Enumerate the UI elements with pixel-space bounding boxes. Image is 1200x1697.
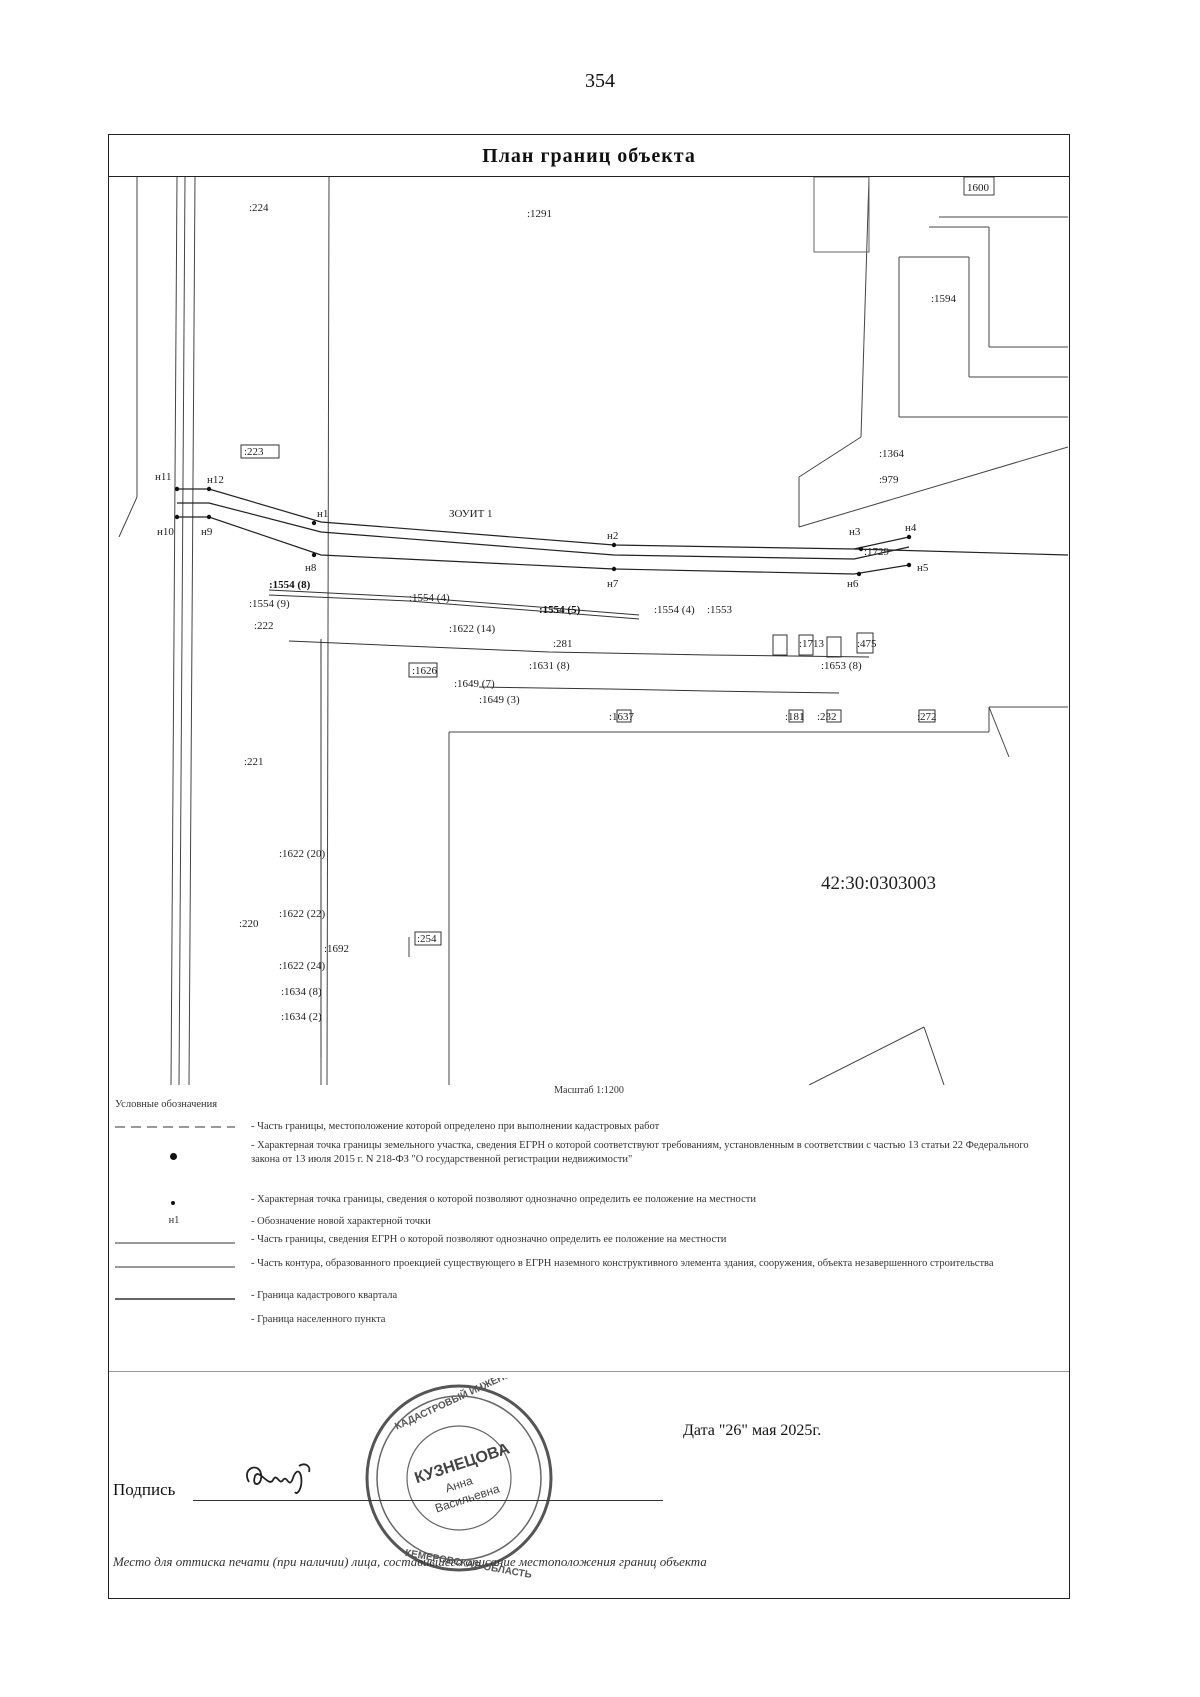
legend: Условные обозначения - Часть границы, ме… bbox=[109, 1099, 1069, 1371]
boundary-plan-frame: План границ объекта bbox=[108, 134, 1070, 1599]
point-label: н8 bbox=[305, 562, 317, 574]
point-label: н4 bbox=[905, 522, 917, 534]
zone-label: ЗОУИТ 1 bbox=[449, 508, 493, 520]
structure-label: :1637 bbox=[609, 711, 635, 723]
point-n1 bbox=[311, 520, 317, 526]
structure-label: :1553 bbox=[707, 604, 733, 616]
legend-symbol-line bbox=[115, 1231, 235, 1251]
legend-symbol-line bbox=[115, 1255, 235, 1275]
legend-symbol-point-label: н1 bbox=[168, 1215, 180, 1226]
parcel-label: :1291 bbox=[527, 208, 552, 220]
parcel-label: :223 bbox=[244, 446, 264, 458]
parcel-label: 1600 bbox=[967, 182, 990, 194]
signature-line bbox=[193, 1500, 663, 1501]
structure-label: :475 bbox=[857, 638, 877, 650]
parcel-label: :222 bbox=[254, 620, 274, 632]
point-label: н9 bbox=[201, 526, 213, 538]
structure-label: :1649 (3) bbox=[479, 694, 520, 706]
legend-symbol-dashed bbox=[115, 1117, 235, 1137]
point-label: н12 bbox=[207, 474, 224, 486]
legend-symbol-small-dot bbox=[115, 1191, 235, 1211]
parcel-label: :221 bbox=[244, 756, 264, 768]
legend-text: - Обозначение новой характерной точки bbox=[251, 1216, 431, 1227]
stamp-seal: КАДАСТРОВЫЙ ИНЖЕНЕР КЕМЕРОВСКАЯ ОБЛАСТЬ … bbox=[365, 1378, 553, 1578]
structure-label: :1634 (8) bbox=[281, 986, 322, 998]
point-label: н5 bbox=[917, 562, 929, 574]
characteristic-points bbox=[174, 486, 912, 577]
structure-label: :1622 (14) bbox=[449, 623, 495, 635]
page-number: 354 bbox=[585, 70, 615, 92]
handwritten-signature bbox=[246, 1463, 311, 1494]
structure-label: :1622 (22) bbox=[279, 908, 325, 920]
structure-label: :1554 (8) bbox=[269, 579, 311, 591]
structure-label: :1631 (8) bbox=[529, 660, 570, 672]
point-n3 bbox=[858, 546, 864, 552]
plan-title: План границ объекта bbox=[109, 135, 1069, 177]
structure-label: :181 bbox=[785, 711, 805, 723]
structure-label: :1554 (4) bbox=[409, 592, 450, 604]
quarter-number: 42:30:0303003 bbox=[821, 873, 936, 894]
point-n2 bbox=[611, 542, 617, 548]
point-label: н6 bbox=[847, 578, 859, 590]
point-label: н10 bbox=[157, 526, 174, 538]
point-n8 bbox=[311, 552, 317, 558]
parcel-label: :254 bbox=[417, 933, 437, 945]
structure-label: :281 bbox=[553, 638, 573, 650]
point-n12 bbox=[206, 486, 212, 492]
structure-contours bbox=[240, 444, 936, 1057]
point-label: н1 bbox=[317, 508, 328, 520]
structure-label: :1622 (24) bbox=[279, 960, 325, 972]
structure-label: :1692 bbox=[324, 943, 349, 955]
boundary-map: :224 :1291 :223 :1364 :979 :1594 :222 :2… bbox=[109, 177, 1068, 1085]
legend-text: - Часть контура, образованного проекцией… bbox=[251, 1258, 994, 1269]
parcel-label: :220 bbox=[239, 918, 259, 930]
legend-symbol-bold-dot bbox=[115, 1139, 235, 1160]
signature-date: Дата "26" мая 2025г. bbox=[683, 1422, 822, 1439]
parcel-label: :224 bbox=[249, 202, 269, 214]
legend-text: - Часть границы, сведения ЕГРН о которой… bbox=[251, 1234, 727, 1245]
legend-text: - Часть границы, местоположение которой … bbox=[251, 1121, 660, 1132]
zone-corridor bbox=[177, 488, 1068, 575]
legend-symbol-blank bbox=[115, 1311, 235, 1331]
parcel-label: :1729 bbox=[864, 546, 890, 558]
point-n11 bbox=[174, 486, 180, 492]
legend-title: Условные обозначения bbox=[115, 1099, 218, 1110]
point-n4 bbox=[906, 534, 912, 540]
structure-label: :1653 (8) bbox=[821, 660, 862, 672]
map-scale: Масштаб 1:1200 bbox=[554, 1085, 624, 1096]
structure-label: :1634 (2) bbox=[281, 1011, 322, 1023]
structure-label: :272 bbox=[917, 711, 937, 723]
point-n10 bbox=[174, 514, 180, 520]
point-n6 bbox=[856, 571, 862, 577]
parcel-label: :1594 bbox=[931, 293, 957, 305]
point-label: н7 bbox=[607, 578, 619, 590]
legend-text: - Характерная точка границы, сведения о … bbox=[251, 1194, 756, 1205]
signature-area: КАДАСТРОВЫЙ ИНЖЕНЕР КЕМЕРОВСКАЯ ОБЛАСТЬ … bbox=[109, 1371, 1069, 1599]
point-n9 bbox=[206, 514, 212, 520]
map-drawing: :224 :1291 :223 :1364 :979 :1594 :222 :2… bbox=[118, 177, 1068, 1085]
parcel-label: :1364 bbox=[879, 448, 905, 460]
point-label: н2 bbox=[607, 530, 618, 542]
parcel-label: :979 bbox=[879, 474, 899, 486]
legend-text: - Граница кадастрового квартала bbox=[251, 1290, 398, 1301]
point-label: н3 bbox=[849, 526, 861, 538]
structure-label: :1713 bbox=[799, 638, 825, 650]
structure-label: :232 bbox=[817, 711, 837, 723]
structure-label: :1649 (7) bbox=[454, 678, 495, 690]
legend-text: - Характерная точка границы земельного у… bbox=[251, 1140, 1029, 1165]
structure-label: :1626 bbox=[412, 665, 438, 677]
point-n7 bbox=[611, 566, 617, 572]
legend-symbol-line bbox=[115, 1287, 235, 1307]
structure-label: :1554 (4) bbox=[654, 604, 695, 616]
stamp-note: Место для оттиска печати (при наличии) л… bbox=[113, 1554, 707, 1569]
point-n5 bbox=[906, 562, 912, 568]
structure-label: :1554 (9) bbox=[249, 598, 290, 610]
legend-text: - Граница населенного пункта bbox=[251, 1314, 386, 1325]
point-label: н11 bbox=[155, 471, 171, 483]
structure-label: :1554 (5) bbox=[539, 604, 581, 616]
signature-label: Подпись bbox=[113, 1480, 176, 1499]
structure-label: :1622 (20) bbox=[279, 848, 325, 860]
